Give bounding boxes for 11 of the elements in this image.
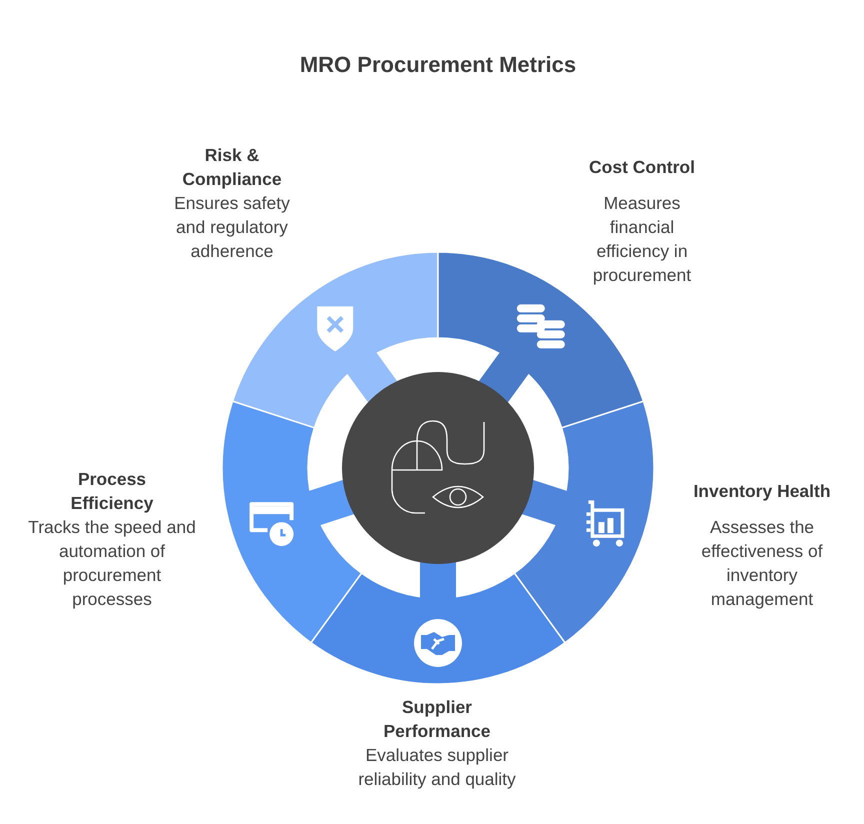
segment-description: Tracks the speed and automation of procurement processes	[27, 516, 197, 611]
segment-description: Ensures safety and regulatory adherence	[173, 192, 291, 263]
segment-title: Process Efficiency	[70, 468, 154, 515]
segment-description: Evaluates supplier reliability and quality	[357, 744, 517, 791]
segment-description: Assesses the effectiveness of inventory management	[700, 516, 824, 611]
segment-title: Inventory Health	[692, 480, 832, 503]
segment-title: Supplier Performance	[382, 696, 492, 743]
segment-title: Risk & Compliance	[181, 144, 283, 191]
segment-title: Cost Control	[588, 156, 696, 179]
diagram-title: MRO Procurement Metrics	[298, 52, 578, 78]
segment-description: Measures financial efficiency in procurement	[592, 192, 692, 287]
